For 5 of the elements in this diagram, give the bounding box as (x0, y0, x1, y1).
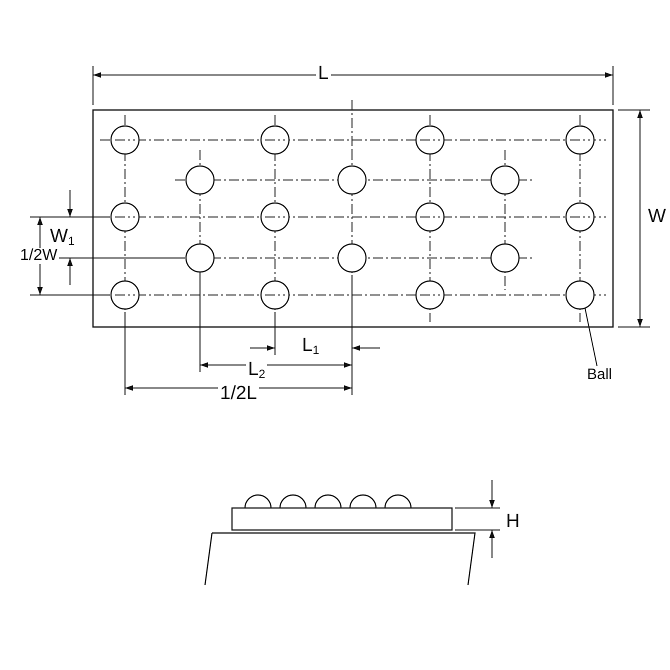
dimension-label: 1/2W (18, 248, 60, 264)
dimension-label: W$_{1}$ (48, 227, 77, 247)
dimension-label: L$_{2}$ (246, 360, 268, 380)
ball-circle (565, 280, 595, 310)
leader-line (584, 308, 598, 366)
